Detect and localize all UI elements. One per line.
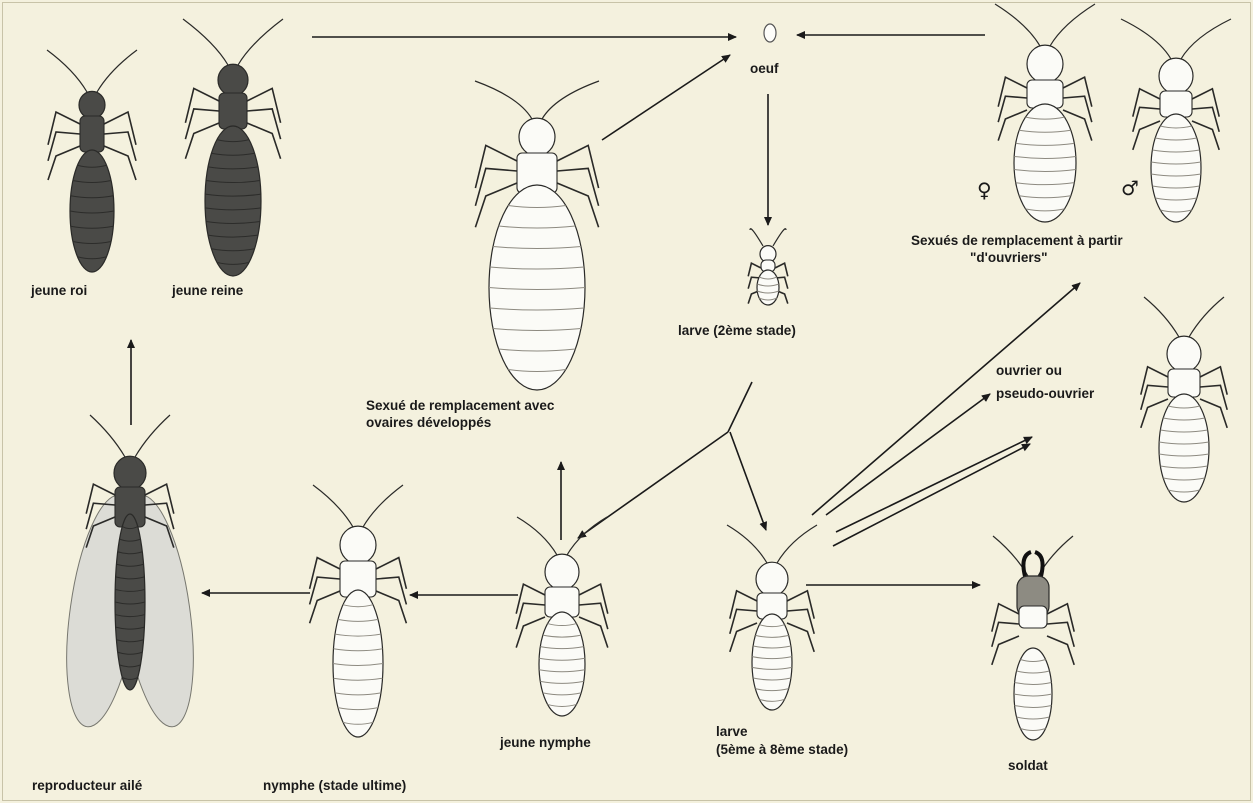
label-sexue-remplacement-line1: Sexué de remplacement avec (366, 397, 554, 415)
arrow-branch-stem (728, 382, 752, 432)
oeuf-egg (764, 24, 776, 42)
label-nymphe-stade-ultime: nymphe (stade ultime) (263, 777, 406, 795)
nymphe-stade-ultime (310, 485, 407, 737)
label-larve-5-line1: larve (716, 723, 748, 741)
male-symbol: ♂ (1121, 176, 1139, 200)
arrow-sexue-to-oeuf (602, 55, 730, 140)
label-ouvrier-line2: pseudo-ouvrier (996, 385, 1094, 403)
arrows-layer (131, 35, 1080, 595)
arrow-larve5-to-ouvrier-parallel-b (833, 444, 1030, 546)
label-sexues-ouvriers-line1: Sexués de remplacement à partir (911, 232, 1123, 250)
label-jeune-roi: jeune roi (31, 282, 87, 300)
arrow-larve5-to-ouvrier-parallel-a (836, 437, 1032, 532)
soldat (992, 536, 1074, 740)
jeune-roi (47, 50, 137, 272)
reproducteur-aile (54, 415, 205, 731)
label-jeune-nymphe: jeune nymphe (500, 734, 591, 752)
larve-2-stade (748, 229, 788, 305)
label-reproducteur-aile: reproducteur ailé (32, 777, 142, 795)
ouvrier (1141, 297, 1227, 502)
sexue-remplacement (475, 81, 599, 390)
label-soldat: soldat (1008, 757, 1048, 775)
label-larve-2: larve (2ème stade) (678, 322, 796, 340)
arrow-branch-to-jeune-nymphe (578, 432, 728, 538)
jeune-reine (183, 19, 283, 276)
label-sexues-ouvriers-line2: "d'ouvriers" (970, 249, 1048, 267)
label-ouvrier-line1: ouvrier ou (996, 362, 1062, 380)
label-jeune-reine: jeune reine (172, 282, 243, 300)
label-oeuf: oeuf (750, 60, 779, 78)
label-sexue-remplacement-line2: ovaires développés (366, 414, 491, 432)
sexue-ouvrier-femelle (995, 4, 1095, 222)
label-larve-5-line2: (5ème à 8ème stade) (716, 741, 848, 759)
jeune-nymphe (516, 517, 608, 716)
female-symbol: ♀ (977, 178, 992, 202)
arrow-branch-to-larve5 (730, 432, 766, 530)
larve-5-stade (727, 525, 817, 710)
